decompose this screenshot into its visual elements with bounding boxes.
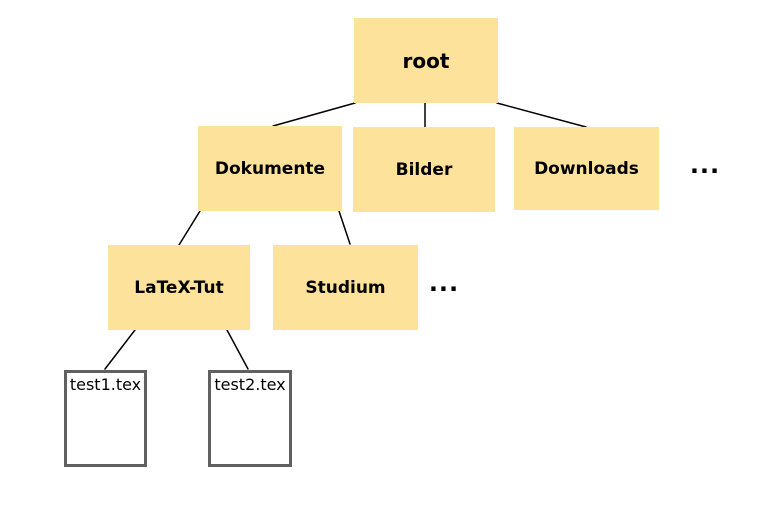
ellipsis-label: ... [689,151,721,179]
ellipsis-more-siblings-level1: ... [688,148,722,182]
edge-latextut-test1 [104,329,136,370]
tree-node-root: root [354,18,498,103]
edge-root-downloads [496,102,587,128]
edge-dokumente-latextut [178,210,201,246]
file-name-label: test1.tex [69,375,142,394]
tree-node-file-test2: test2.tex [208,370,292,467]
tree-node-label: Downloads [534,158,639,179]
tree-node-label: root [402,48,450,73]
tree-node-dokumente: Dokumente [198,126,342,211]
tree-node-bilder: Bilder [353,127,495,212]
tree-node-label: Dokumente [214,158,326,179]
edge-latextut-test2 [226,329,249,370]
tree-node-studium: Studium [273,245,418,330]
file-name-label: test2.tex [214,375,286,394]
tree-node-downloads: Downloads [514,127,659,210]
ellipsis-label: ... [428,269,460,297]
edge-dokumente-studium [338,210,351,245]
tree-node-file-test1: test1.tex [64,370,147,467]
tree-node-latex-tut: LaTeX-Tut [108,245,250,330]
ellipsis-more-siblings-level2: ... [427,266,461,300]
tree-node-label: LaTeX-Tut [134,277,224,298]
tree-node-label: Bilder [395,159,453,180]
edge-root-dokumente [272,102,356,127]
tree-node-label: Studium [305,277,386,298]
